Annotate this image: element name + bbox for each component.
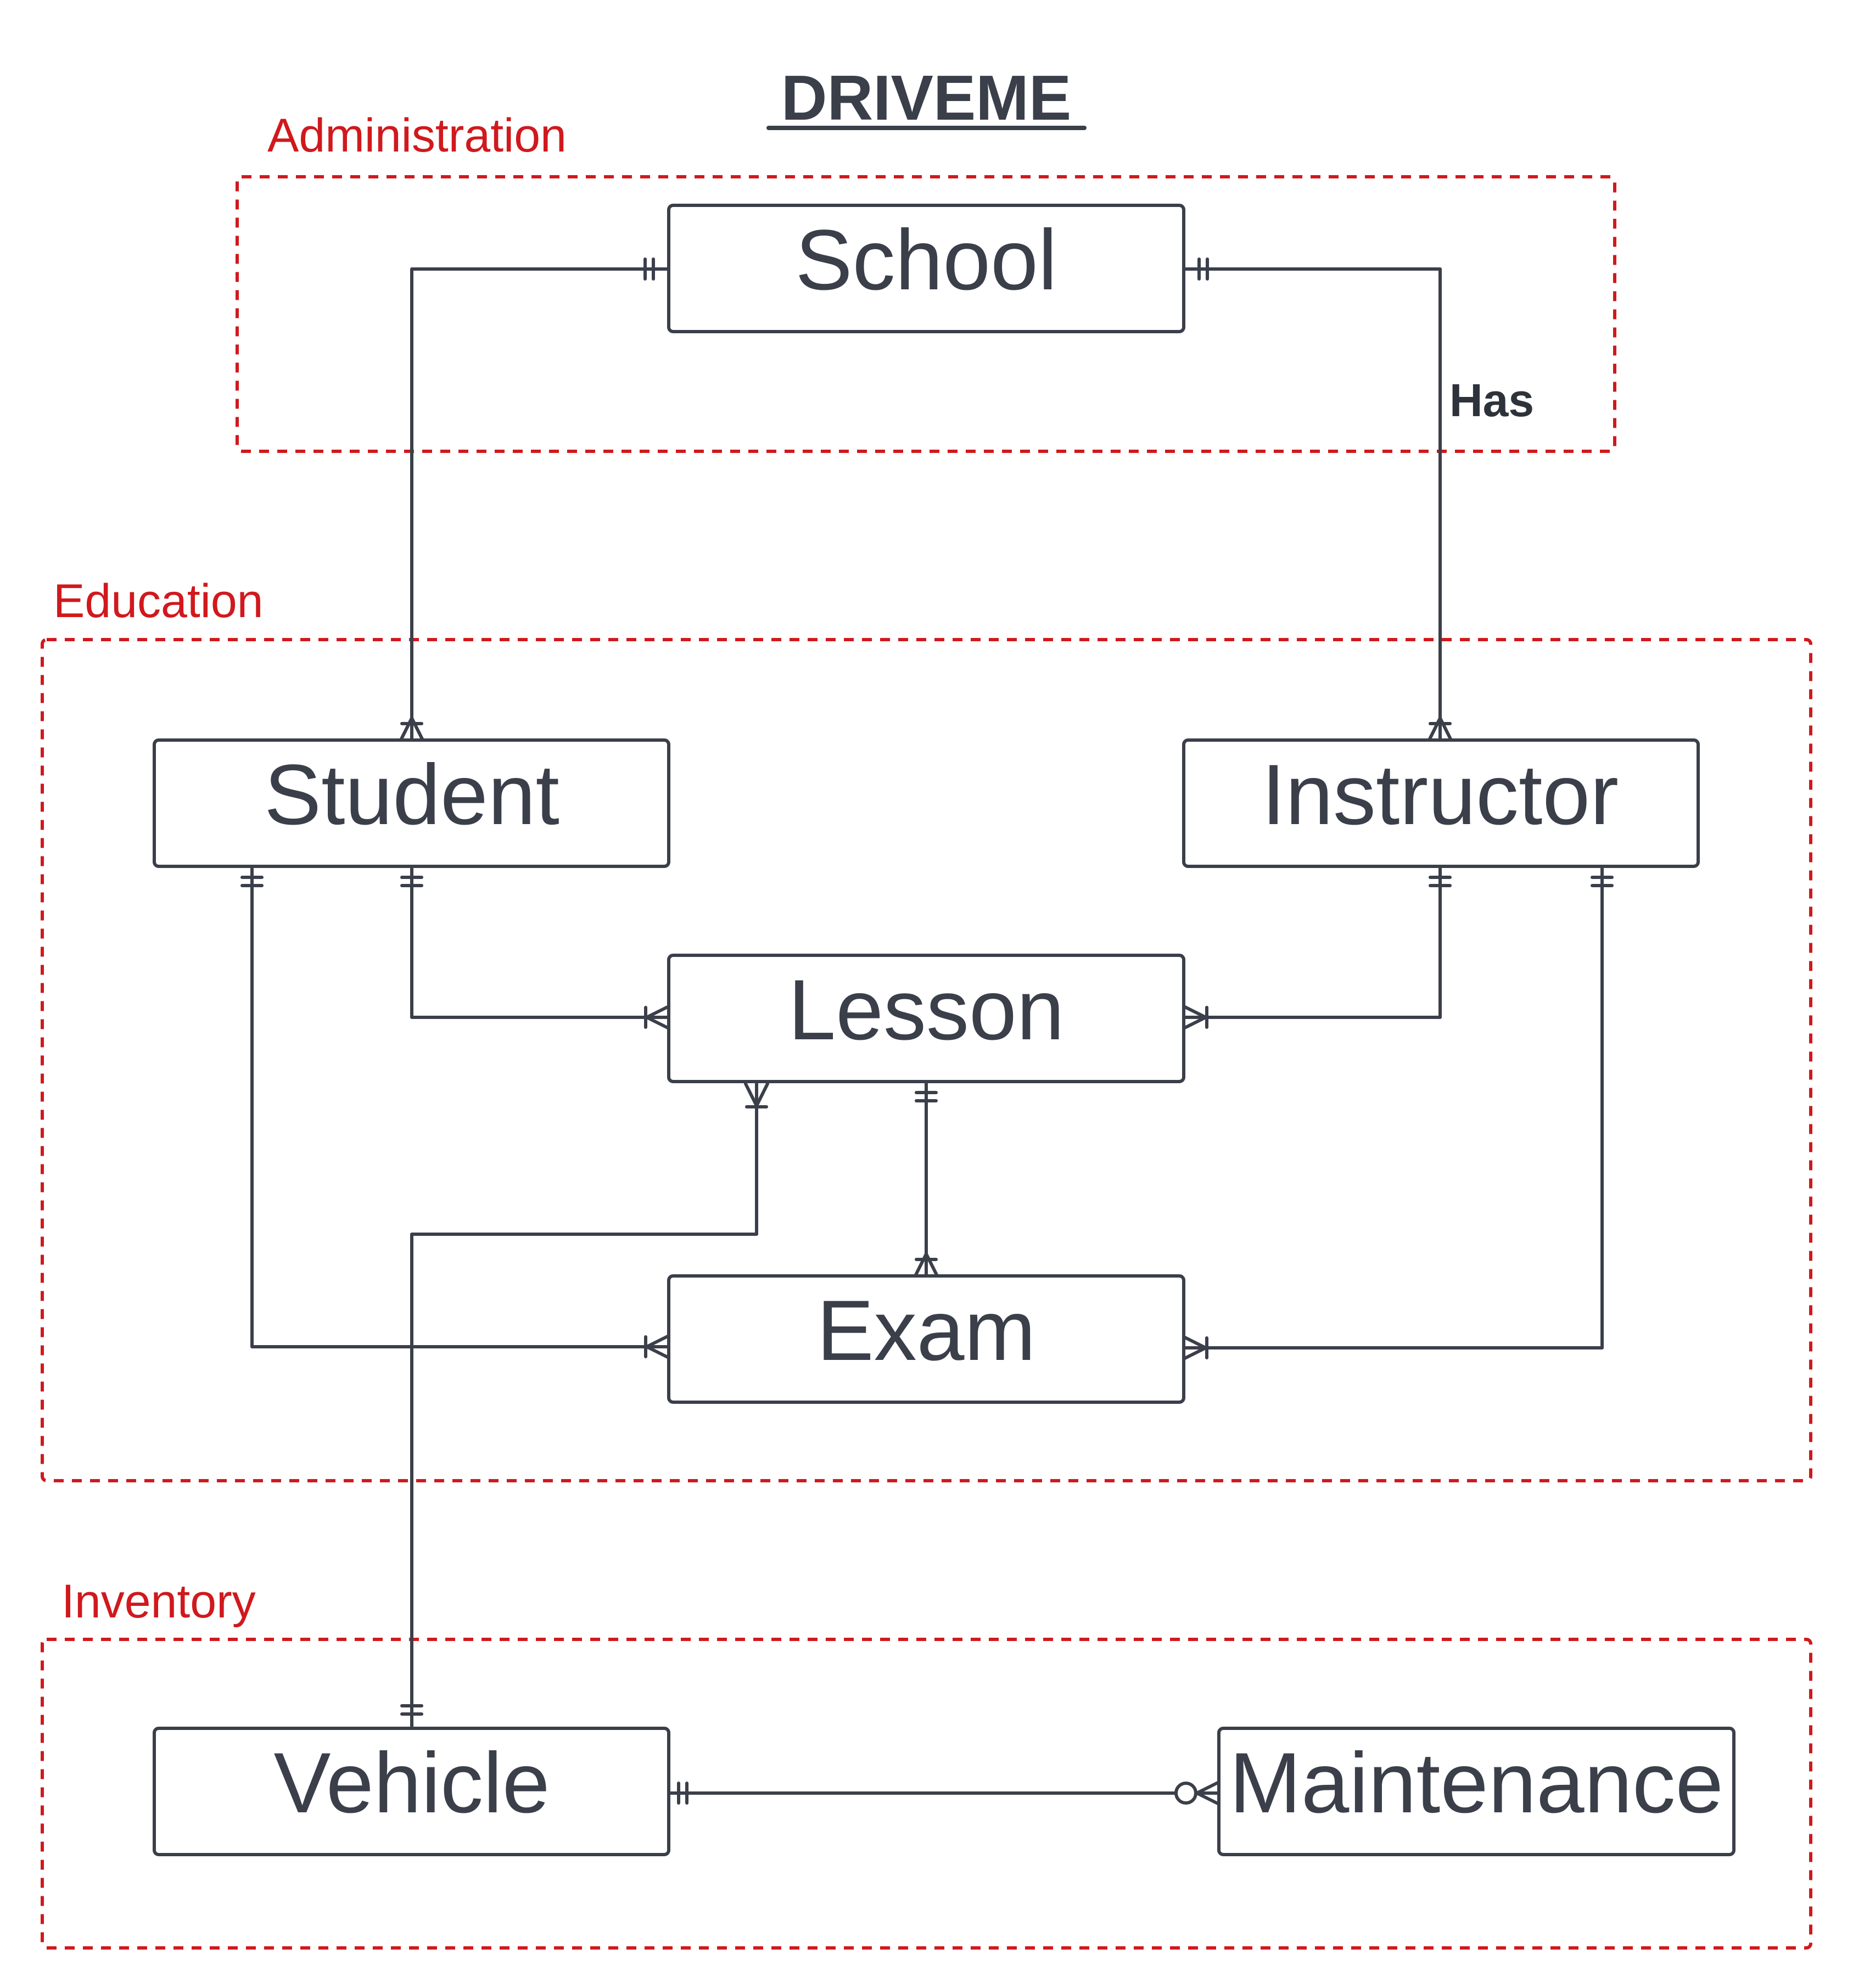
entity-label: Instructor (1262, 747, 1619, 843)
rel-student-exam[interactable] (250, 867, 670, 1348)
group-education-label: Education (53, 575, 264, 628)
entity-box (1182, 738, 1700, 868)
entity-box (667, 204, 1185, 333)
entity-box (153, 1727, 670, 1856)
diagram-title: DRIVEME (781, 62, 1072, 133)
rel-vehicle-lesson[interactable] (410, 1082, 758, 1730)
zero-many-mark (1174, 1782, 1197, 1805)
entity-label: Lesson (788, 962, 1064, 1058)
one-many-mark (399, 714, 424, 742)
entity-box (153, 738, 670, 868)
rel-school-instructor[interactable] (1182, 267, 1442, 742)
entity-label: Maintenance (1229, 1735, 1723, 1831)
relationship-lines (250, 267, 1604, 1795)
entity-label: Exam (817, 1283, 1036, 1379)
entity-label: Student (264, 747, 559, 843)
entity-lesson[interactable]: Lesson (667, 954, 1185, 1083)
entity-instructor[interactable]: Instructor (1182, 738, 1700, 868)
rel-student-lesson[interactable] (410, 867, 670, 1019)
relationship-label-has: Has (1449, 374, 1534, 426)
group-inventory-frame (41, 1638, 1812, 1950)
entity-student[interactable]: Student (153, 738, 670, 868)
cardinality-marks (240, 257, 1614, 1806)
entity-exam[interactable]: Exam (667, 1274, 1185, 1404)
rel-instructor-lesson[interactable] (1182, 867, 1442, 1019)
rel-school-student[interactable] (410, 267, 670, 742)
entity-label: Vehicle (273, 1735, 550, 1831)
rel-instructor-exam[interactable] (1182, 867, 1604, 1349)
entity-box (1217, 1727, 1736, 1856)
entity-vehicle[interactable]: Vehicle (153, 1727, 670, 1856)
entity-box (667, 1274, 1185, 1404)
one-many-mark (1427, 714, 1453, 742)
entity-maintenance[interactable]: Maintenance (1217, 1727, 1736, 1856)
entity-school[interactable]: School (667, 204, 1185, 333)
entity-label: School (796, 212, 1057, 308)
group-inventory-label: Inventory (61, 1575, 256, 1628)
group-education-frame (41, 638, 1812, 1482)
one-many-mark (914, 1250, 939, 1278)
group-administration-label: Administration (267, 109, 567, 162)
group-administration-frame (236, 175, 1616, 453)
entity-box (667, 954, 1185, 1083)
